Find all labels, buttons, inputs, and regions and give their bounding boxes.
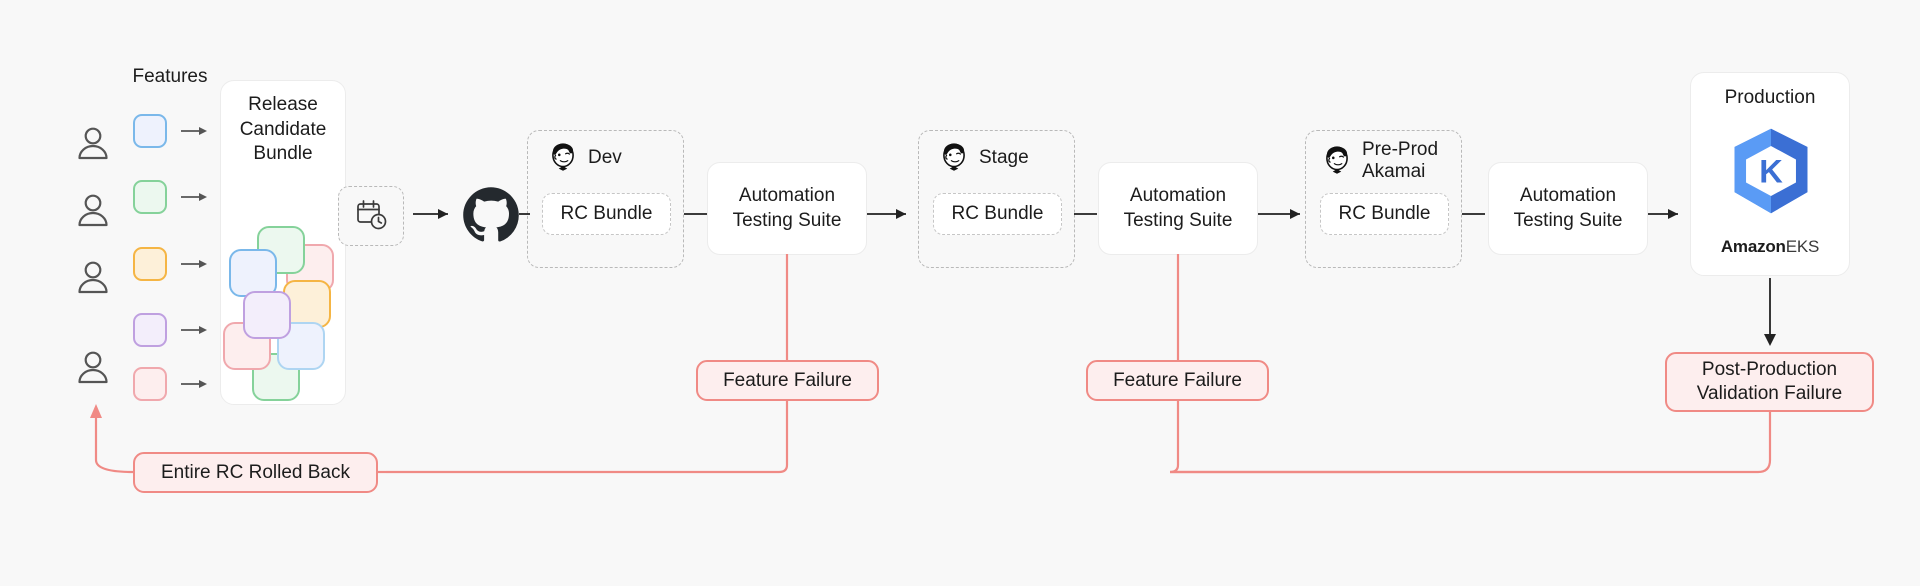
jenkins-icon [546,141,580,175]
automation-testing-suite-2[interactable]: Automation Testing Suite [1098,162,1258,255]
automation-testing-suite-1[interactable]: Automation Testing Suite [707,162,867,255]
env-name-stage: Stage [979,146,1029,168]
person-icon [74,124,112,162]
jenkins-icon [1320,144,1354,178]
env-header-preprod: Pre-Prod Akamai [1320,139,1438,184]
rc-bundle-artifact-dev: RC Bundle [542,193,671,235]
arrow-right-icon [180,123,208,139]
arrow-right-icon [180,322,208,338]
rollback-pill[interactable]: Entire RC Rolled Back [133,452,378,493]
production-title: Production [1724,87,1816,108]
production-card: Production K AmazonEKS [1690,72,1850,276]
arrow-right-icon [180,376,208,392]
feature-chip-2[interactable] [133,180,167,214]
person-icon [74,348,112,386]
person-icon [74,258,112,296]
rc-bundle-artifact-stage: RC Bundle [933,193,1062,235]
failure-pill-post-production[interactable]: Post-Production Validation Failure [1665,352,1874,412]
automation-testing-suite-3[interactable]: Automation Testing Suite [1488,162,1648,255]
bundle-chip [243,291,291,339]
wordmark-eks: EKS [1785,237,1820,256]
wordmark-amazon: Amazon [1720,237,1786,256]
env-card-preprod: Pre-Prod Akamai RC Bundle [1305,130,1462,268]
person-icon [74,191,112,229]
bundle-chip [283,280,331,328]
env-header-stage: Stage [937,141,1029,175]
env-name-dev: Dev [588,146,622,168]
rc-bundle-title: Release Candidate Bundle [239,94,327,165]
release-candidate-bundle-card: Release Candidate Bundle [220,80,346,405]
bundle-chip [229,249,277,297]
features-title: Features [132,66,208,87]
github-icon[interactable] [462,186,520,244]
env-card-dev: Dev RC Bundle [527,130,684,268]
env-header-dev: Dev [546,141,622,175]
env-card-stage: Stage RC Bundle [918,130,1075,268]
arrow-right-icon [180,189,208,205]
amazon-eks-icon: K [1723,123,1819,219]
feature-chip-1[interactable] [133,114,167,148]
calendar-clock-icon [353,196,389,237]
amazon-eks-wordmark: AmazonEKS [1691,237,1849,257]
feature-chip-3[interactable] [133,247,167,281]
env-name-preprod: Pre-Prod Akamai [1362,139,1439,183]
feature-chip-4[interactable] [133,313,167,347]
failure-pill-dev[interactable]: Feature Failure [696,360,879,401]
feature-chip-5[interactable] [133,367,167,401]
rc-bundle-artifact-preprod: RC Bundle [1320,193,1449,235]
svg-text:K: K [1759,153,1783,190]
arrow-right-icon [180,256,208,272]
jenkins-icon [937,141,971,175]
scheduler-box[interactable] [338,186,404,246]
failure-pill-stage[interactable]: Feature Failure [1086,360,1269,401]
